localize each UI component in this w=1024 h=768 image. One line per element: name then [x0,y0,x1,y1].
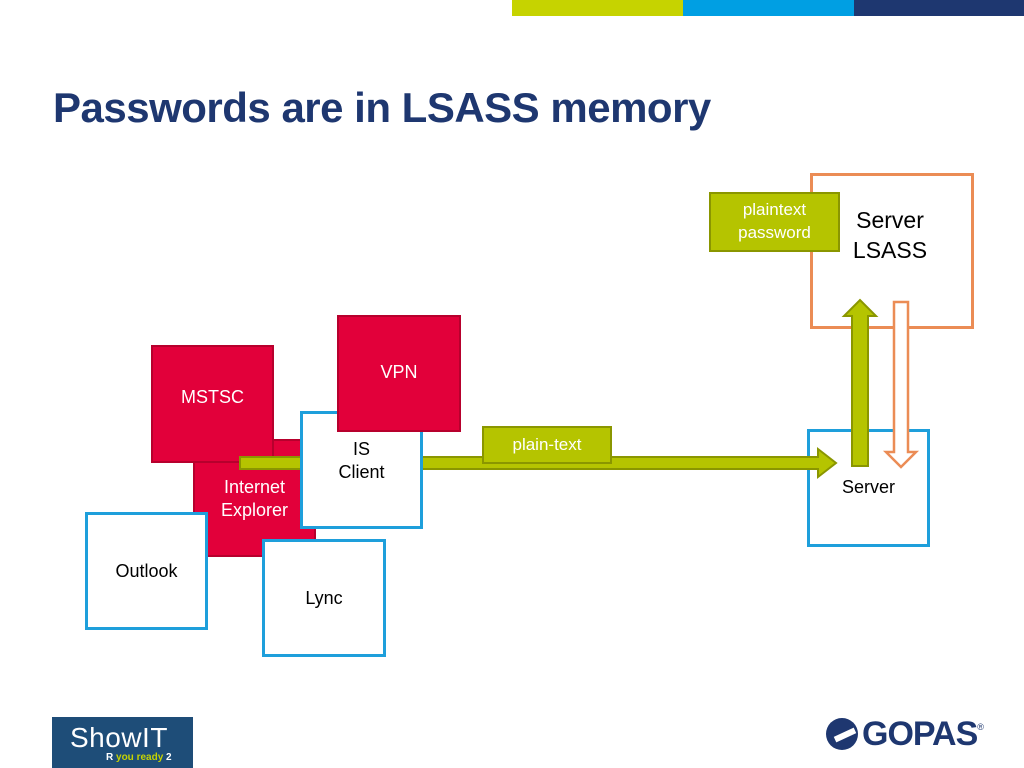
server-lsass-label: Server LSASS [852,207,928,263]
slide-title: Passwords are in LSASS memory [53,84,711,131]
mstsc-label: MSTSC [181,387,244,408]
gopas-logo: GOPAS ® [826,714,984,753]
client-lync: Lync [262,539,386,657]
internet-explorer-label: Internet Explorer [220,476,289,520]
header-stripe-navy [854,0,1024,16]
up-arrow-to-lsass [841,298,879,467]
showit-logo: ShowIT R you ready 2 [52,717,193,768]
showit-tagline-2: 2 [166,752,172,763]
lync-label: Lync [305,588,343,609]
showit-tagline: R you ready 2 [106,752,172,763]
is-client-label: IS Client [338,438,385,482]
client-is-client: IS Client [300,411,423,529]
down-arrow-from-lsass [882,300,920,469]
gopas-mark-icon [826,718,858,750]
showit-wordmark: ShowIT [70,722,168,753]
gopas-registered: ® [977,722,984,732]
plain-text-label: plain-text [482,426,612,464]
showit-tagline-r: R [106,752,114,763]
showit-tagline-you: you ready [116,752,164,763]
header-stripe-blue [683,0,854,16]
client-mstsc: MSTSC [151,345,274,463]
plaintext-password-label: plaintext password [709,192,840,252]
server-label: Server [841,477,895,498]
outlook-label: Outlook [115,561,178,582]
gopas-wordmark: GOPAS [862,714,978,753]
header-stripe-green [512,0,683,16]
client-vpn: VPN [337,315,461,432]
vpn-label: VPN [380,361,418,382]
client-outlook: Outlook [85,512,208,630]
